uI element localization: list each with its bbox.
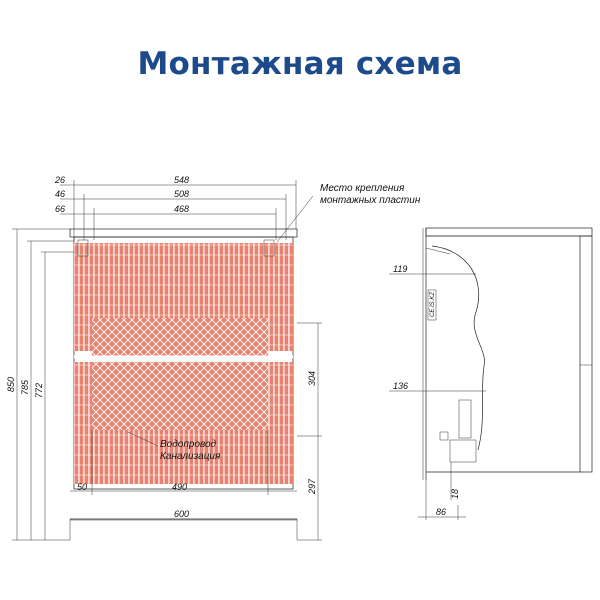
note-mount-line2: монтажных пластин bbox=[320, 195, 421, 206]
side-countertop bbox=[425, 227, 593, 237]
top-dimensions: 26 548 46 508 66 468 bbox=[54, 175, 297, 240]
side-front-panel bbox=[579, 235, 593, 473]
side-view: CE.IS.KZ 119 136 18 86 bbox=[389, 227, 593, 520]
page-title: Монтажная схема bbox=[137, 46, 463, 82]
dim-304: 304 bbox=[307, 371, 317, 386]
mount-plate-left bbox=[77, 239, 89, 257]
right-dimensions: 304 297 bbox=[297, 322, 322, 541]
dim-18: 18 bbox=[450, 489, 460, 499]
dim-490: 490 bbox=[172, 482, 187, 492]
side-sink-profile bbox=[431, 245, 485, 451]
dim-600: 600 bbox=[174, 509, 189, 519]
side-siphon bbox=[449, 439, 477, 463]
left-dimensions: 850 785 772 bbox=[6, 228, 74, 541]
dim-50: 50 bbox=[77, 482, 87, 492]
mount-plate-right bbox=[263, 239, 275, 257]
dim-86: 86 bbox=[436, 507, 446, 517]
dim-136: 136 bbox=[393, 381, 408, 391]
front-view: 26 548 46 508 66 468 Место крепления мон… bbox=[6, 175, 421, 541]
dim-468: 468 bbox=[174, 204, 189, 214]
note-mount-line1: Место крепления bbox=[320, 183, 405, 194]
pipe-zone-lower bbox=[92, 362, 268, 430]
dim-46: 46 bbox=[55, 189, 65, 199]
dim-26: 26 bbox=[54, 175, 65, 185]
note-sewage: Канализация bbox=[160, 451, 221, 462]
dim-785: 785 bbox=[20, 379, 30, 395]
dim-297: 297 bbox=[307, 478, 317, 495]
side-fitting-label: CE.IS.KZ bbox=[430, 292, 436, 317]
dim-508: 508 bbox=[174, 189, 189, 199]
dim-772: 772 bbox=[34, 383, 44, 398]
side-fitting-box bbox=[427, 289, 437, 321]
dim-548: 548 bbox=[174, 175, 189, 185]
front-countertop bbox=[69, 228, 298, 238]
dim-66: 66 bbox=[55, 204, 65, 214]
pipe-zone-upper bbox=[92, 318, 268, 356]
dim-850: 850 bbox=[6, 377, 16, 392]
note-water-supply: Водопровод bbox=[160, 439, 217, 450]
dim-119: 119 bbox=[393, 264, 407, 274]
